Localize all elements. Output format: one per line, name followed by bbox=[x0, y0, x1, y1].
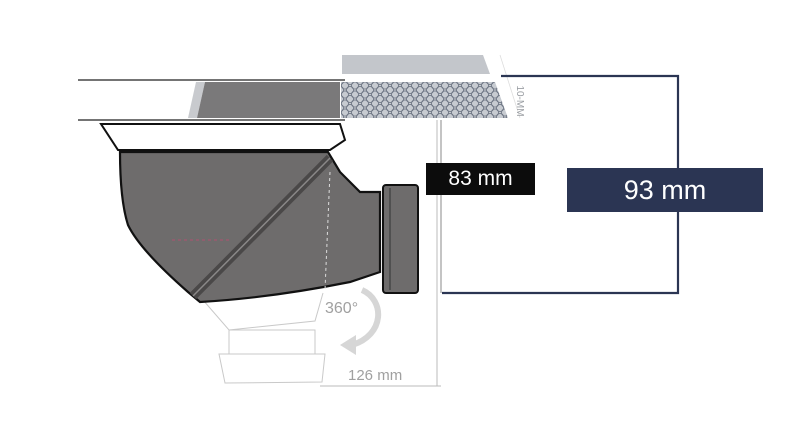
dimension-label-126mm: 126 mm bbox=[348, 367, 403, 384]
shower-tray bbox=[197, 82, 340, 118]
dimension-label-93mm: 93 mm bbox=[567, 168, 763, 212]
rotation-arrow-icon bbox=[340, 287, 381, 355]
tile-top bbox=[342, 55, 490, 74]
insulation-layer bbox=[341, 82, 508, 118]
rotated-outlet-ghost bbox=[202, 292, 326, 384]
dimension-label-10mm: 10-MM bbox=[514, 85, 526, 117]
shower-tray-edge bbox=[188, 82, 205, 118]
tile-edge-line bbox=[499, 54, 521, 119]
floor-lines bbox=[78, 79, 345, 121]
shower-trap bbox=[99, 123, 419, 304]
dimension-label-83mm: 83 mm bbox=[426, 163, 535, 195]
rotation-label: 360° bbox=[325, 300, 359, 317]
